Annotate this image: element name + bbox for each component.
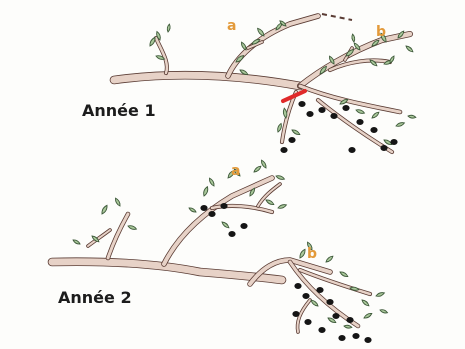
branch-outline-2 [228, 16, 318, 76]
olive-icon [292, 311, 299, 317]
olive-icon [370, 127, 377, 133]
leaves [72, 20, 416, 329]
olive-icon [302, 293, 309, 299]
olive-icon [348, 147, 355, 153]
leaf-icon [283, 108, 288, 118]
leaf-icon [188, 207, 196, 213]
leaf-icon [260, 159, 267, 168]
olive-icon [200, 205, 207, 211]
leaf-icon [395, 121, 405, 127]
leaf-icon [361, 299, 370, 307]
leaf-icon [127, 225, 137, 231]
leaf-icon [291, 129, 300, 136]
olive-icon [316, 287, 323, 293]
leaf-icon [355, 109, 365, 115]
leaf-icon [299, 248, 307, 258]
leaf-icon [167, 24, 171, 32]
leaf-icon [351, 34, 355, 42]
leaf-icon [344, 325, 352, 329]
leaf-icon [405, 45, 414, 53]
leaf-icon [265, 199, 274, 206]
leaf-icon [277, 203, 287, 209]
branch-outline-11 [164, 178, 272, 264]
olive-icon [380, 145, 387, 151]
olive-icon [342, 105, 349, 111]
marker-b-year-2: b [307, 246, 317, 262]
branch-2 [228, 16, 318, 76]
leaf-icon [275, 175, 285, 181]
olive-icon [306, 111, 313, 117]
olive-icon [208, 211, 215, 217]
leaf-icon [202, 186, 209, 197]
leaf-icon [380, 309, 388, 314]
olive-icon [390, 139, 397, 145]
olive-icon [240, 223, 247, 229]
leaf-icon [339, 271, 348, 278]
removed-tip-dashes [322, 14, 352, 20]
leaf-icon [350, 286, 359, 291]
leaf-icon [363, 312, 372, 319]
branch-11 [164, 178, 272, 264]
olive-icon [228, 231, 235, 237]
olive-icon [326, 299, 333, 305]
leaf-icon [240, 41, 247, 50]
leaf-icon [114, 197, 121, 206]
olive-icon [346, 317, 353, 323]
leaf-icon [325, 255, 334, 263]
olive-icon [280, 147, 287, 153]
leaf-icon [72, 239, 80, 245]
leaf-icon [310, 299, 319, 307]
leaf-icon [101, 204, 109, 214]
olive-icon [294, 283, 301, 289]
leaf-icon [277, 123, 283, 133]
olive-icon [220, 203, 227, 209]
leaf-icon [256, 27, 265, 37]
marker-b-year-1: b [376, 24, 386, 40]
leaf-icon [221, 221, 230, 229]
leaf-icon [208, 177, 215, 186]
olive-icon [330, 113, 337, 119]
leaf-icon [253, 165, 262, 173]
olive-icon [288, 137, 295, 143]
olive-icon [364, 337, 371, 343]
olive-icon [298, 101, 305, 107]
olive-icon [332, 313, 339, 319]
branch-15 [88, 230, 110, 246]
olive-icon [356, 119, 363, 125]
year-2-label: Année 2 [58, 288, 132, 307]
leaf-icon [371, 111, 380, 119]
olive-icon [352, 333, 359, 339]
olive-icon [318, 107, 325, 113]
branch-14 [108, 214, 128, 258]
olive-icon [318, 327, 325, 333]
year-1-label: Année 1 [82, 101, 156, 120]
leaf-icon [149, 36, 157, 46]
leaf-icon [408, 115, 416, 119]
marker-a-year-2: a [231, 163, 240, 179]
marker-a-year-1: a [227, 18, 236, 34]
olive-icon [304, 319, 311, 325]
leaf-icon [375, 291, 385, 297]
olive-icon [338, 335, 345, 341]
